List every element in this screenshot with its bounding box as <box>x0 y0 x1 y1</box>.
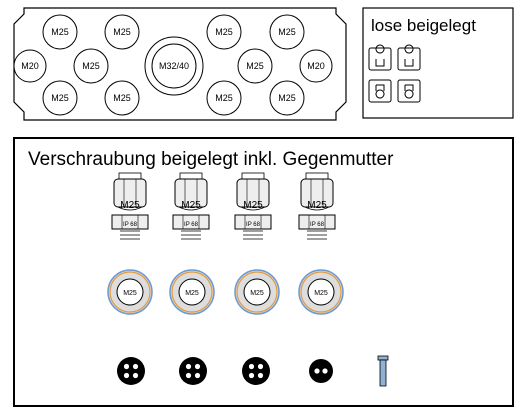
hole-label: M25 <box>278 93 296 103</box>
hole-label: M25 <box>113 27 131 37</box>
hole-top-4: M25 <box>269 14 305 50</box>
hole-mid-right: M25 <box>237 48 273 84</box>
included-title: Verschraubung beigelegt inkl. Gegenmutte… <box>28 149 394 170</box>
lock-nut: M25 <box>107 269 153 315</box>
wall-mount-keyhole-icon <box>368 79 392 103</box>
gland-label: M25 <box>181 200 201 211</box>
nut-label: M25 <box>314 290 328 297</box>
gland-rating: IP 68 <box>246 222 261 228</box>
wall-mount-keyhole-icon <box>397 79 421 103</box>
cable-gland: M25 IP 68 <box>111 172 149 240</box>
hole-label: M25 <box>82 61 100 71</box>
gland-rating: IP 68 <box>123 222 138 228</box>
hole-bottom-1: M25 <box>42 80 78 116</box>
loose-parts-title: lose beigelegt <box>371 16 476 35</box>
hole-label: M25 <box>215 27 233 37</box>
hole-top-3: M25 <box>206 14 242 50</box>
hole-label: M25 <box>215 93 233 103</box>
wall-mount-keyhole-icon <box>397 44 421 71</box>
hole-label: M32/40 <box>159 61 189 71</box>
hole-bottom-3: M25 <box>206 80 242 116</box>
hole-top-2: M25 <box>104 14 140 50</box>
lock-nuts: M25 M25 M25 M25 <box>107 269 344 315</box>
hole-label: M20 <box>21 61 39 71</box>
loose-parts-box: lose beigelegt <box>362 7 514 119</box>
gland-label: M25 <box>307 200 327 211</box>
cable-gland: M25 IP 68 <box>234 172 272 240</box>
hole-bottom-2: M25 <box>104 80 140 116</box>
hole-label: M25 <box>246 61 264 71</box>
four-hole-seal-insert <box>242 357 270 385</box>
cable-gland: M25 IP 68 <box>172 172 210 240</box>
cable-gland: M25 IP 68 <box>298 172 336 240</box>
hole-label: M25 <box>51 27 69 37</box>
enclosure-holes: M25 M25 M25 M25 M20 M25 M32/40 M <box>13 14 333 116</box>
lock-nut: M25 <box>298 269 344 315</box>
lock-nut: M25 <box>234 269 280 315</box>
hole-label: M25 <box>113 93 131 103</box>
gland-rating: IP 68 <box>310 222 325 228</box>
cable-glands: M25 IP 68 M25 IP 68 M25 <box>111 172 336 240</box>
hole-label: M25 <box>278 27 296 37</box>
hole-mid-left-edge: M20 <box>13 49 47 83</box>
four-hole-seal-insert <box>117 357 145 385</box>
nut-label: M25 <box>250 290 264 297</box>
wall-mount-keyhole-icon <box>368 44 392 71</box>
hole-label: M20 <box>307 61 325 71</box>
hole-top-1: M25 <box>42 14 78 50</box>
blanking-pin <box>377 355 389 387</box>
gland-rating: IP 68 <box>184 222 199 228</box>
nut-label: M25 <box>123 290 137 297</box>
lock-nut: M25 <box>169 269 215 315</box>
gland-label: M25 <box>120 200 140 211</box>
four-hole-seal-insert <box>179 357 207 385</box>
hole-mid-left: M25 <box>73 48 109 84</box>
two-hole-seal-insert <box>309 359 333 383</box>
hole-label: M25 <box>51 93 69 103</box>
seal-inserts <box>117 355 389 387</box>
hole-bottom-4: M25 <box>269 80 305 116</box>
nut-label: M25 <box>185 290 199 297</box>
hole-mid-right-edge: M20 <box>299 49 333 83</box>
gland-label: M25 <box>243 200 263 211</box>
hole-center: M32/40 <box>144 36 204 96</box>
